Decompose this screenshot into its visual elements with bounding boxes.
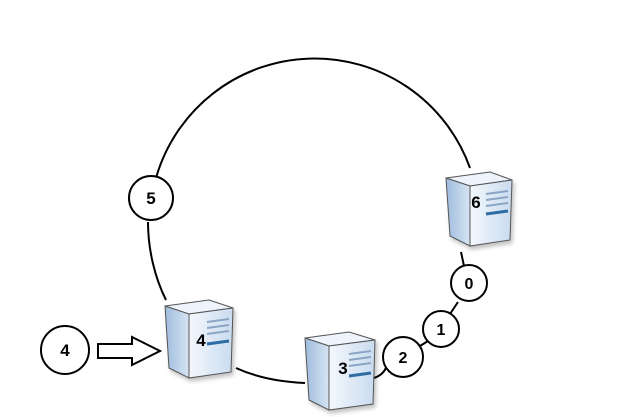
key-5-label: 5 bbox=[146, 189, 155, 208]
key-2: 2 bbox=[382, 336, 424, 378]
incoming-key: 4 bbox=[40, 325, 90, 375]
ring-arc-2-to-1 bbox=[419, 340, 429, 347]
server-icon bbox=[445, 171, 513, 247]
server-6: 6 bbox=[445, 171, 513, 247]
server-icon bbox=[304, 331, 376, 411]
ring-arc-1-to-0 bbox=[449, 301, 459, 315]
key-2-label: 2 bbox=[399, 350, 408, 367]
key-1: 1 bbox=[422, 310, 460, 348]
hash-ring bbox=[147, 57, 471, 384]
ring-arc-3-to-2 bbox=[373, 367, 387, 379]
key-0: 0 bbox=[450, 264, 488, 302]
server-icon bbox=[164, 299, 234, 379]
server-3-label: 3 bbox=[338, 359, 347, 378]
key-5: 5 bbox=[128, 175, 174, 221]
insert-arrow-icon bbox=[97, 335, 163, 367]
server-6-label: 6 bbox=[471, 193, 480, 212]
server-3: 3 bbox=[304, 331, 376, 411]
server-4-label: 4 bbox=[196, 331, 206, 350]
ring-arc-5-to-4 bbox=[147, 221, 167, 301]
key-1-label: 1 bbox=[437, 322, 446, 339]
key-0-label: 0 bbox=[465, 276, 474, 293]
incoming-key-label: 4 bbox=[60, 341, 70, 360]
ring-arc-6-to-5 bbox=[155, 57, 471, 179]
ring-arc-4-to-3 bbox=[235, 367, 306, 384]
ring-arc-0-to-6 bbox=[460, 251, 465, 267]
server-4: 4 bbox=[164, 299, 234, 379]
